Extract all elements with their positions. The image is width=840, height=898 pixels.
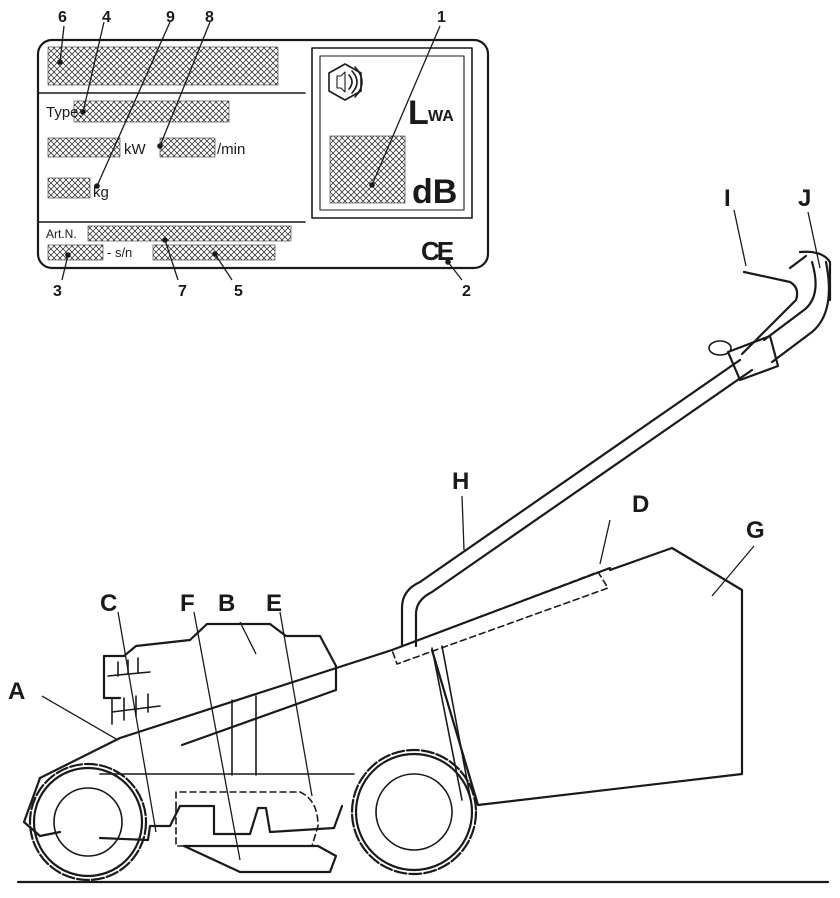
field-noise-level: [329, 135, 406, 204]
handle-upper: [762, 260, 830, 364]
noise-box-outer: [311, 47, 473, 219]
field-power: [47, 137, 121, 158]
discharge-cover: [391, 571, 609, 665]
noise-box-inner: [319, 55, 465, 211]
callout-c: C: [100, 590, 117, 617]
grass-catcher: [430, 546, 744, 807]
engine-housing: [102, 622, 338, 747]
callout-f: F: [180, 590, 195, 617]
sn-label: - s/n: [107, 245, 132, 260]
cutting-blade: [182, 844, 338, 874]
engine-fins: [107, 657, 161, 725]
rating-plate: Type: kW /min kg Art.N. - s/n L WA dB CE: [36, 9, 490, 300]
deck-front: [22, 776, 62, 838]
field-type: [73, 100, 230, 123]
brake-lever: [740, 270, 799, 356]
callout-2: 2: [462, 283, 471, 300]
art-label: Art.N.: [46, 227, 77, 241]
callout-d: D: [632, 491, 649, 518]
callout-8: 8: [205, 9, 214, 26]
callout-b: B: [218, 590, 235, 617]
callout-j: J: [798, 185, 811, 212]
callout-1: 1: [437, 9, 446, 26]
callout-e: E: [266, 590, 282, 617]
callout-h: H: [452, 468, 469, 495]
callout-5: 5: [234, 283, 243, 300]
handle-grip: [788, 250, 832, 302]
field-year: [47, 244, 104, 261]
sound-icon: [328, 63, 363, 101]
callout-g: G: [746, 517, 765, 544]
callout-7: 7: [178, 283, 187, 300]
lwa-label: L: [408, 94, 429, 132]
type-label: Type:: [46, 104, 83, 121]
ce-mark: CE: [421, 236, 454, 266]
lawnmower: A B C D E F G H I J: [8, 185, 832, 884]
deck-base: [98, 804, 344, 842]
callout-i: I: [724, 185, 731, 212]
callout-3: 3: [53, 283, 62, 300]
rear-wheel: [350, 748, 478, 876]
blade-housing: [175, 791, 319, 847]
field-mass: [47, 177, 91, 199]
field-article: [87, 225, 292, 242]
control-knob: [708, 340, 732, 356]
field-manufacturer: [47, 46, 279, 86]
handle-bar: [400, 358, 754, 648]
callout-4: 4: [102, 9, 111, 26]
engine-shaft: [231, 695, 257, 776]
field-speed: [159, 137, 216, 158]
front-wheel: [28, 762, 148, 882]
body-top: [38, 566, 612, 780]
lwa-subscript: WA: [428, 108, 454, 125]
kw-label: kW: [124, 141, 147, 158]
callout-6: 6: [58, 9, 67, 26]
callout-a: A: [8, 678, 25, 705]
callout-9: 9: [166, 9, 175, 26]
plate-outline: [36, 38, 490, 270]
db-label: dB: [412, 173, 457, 211]
rpm-label: /min: [217, 141, 245, 158]
